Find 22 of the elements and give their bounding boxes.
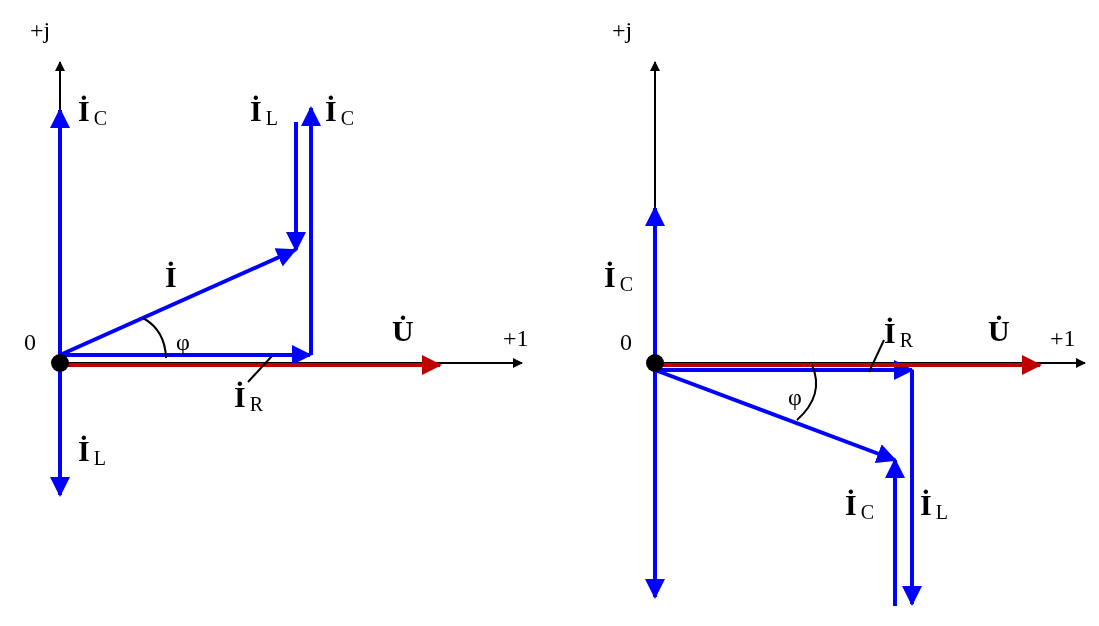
angle-symbol: φ: [788, 385, 802, 409]
phasor-label: İ$_{R}$: [234, 382, 264, 414]
axis-label: 0: [24, 330, 36, 354]
phasor-label: İ$_{C}$: [78, 96, 108, 128]
leader-line: [868, 339, 885, 373]
angle-symbol: φ: [176, 330, 190, 354]
axis-label: 0: [620, 330, 632, 354]
phasor-label: İ$_{L}$: [250, 96, 278, 128]
phasor-label: İ$_{C}$: [604, 262, 634, 294]
phasor-label: U̇: [988, 316, 1010, 346]
axis-label: +j: [30, 18, 51, 42]
phasor-label: İ$_{C}$: [845, 490, 875, 522]
phasor-label: U̇: [392, 316, 414, 346]
phasor-label: İ$_{L}$: [920, 490, 948, 522]
leader-line: [247, 355, 273, 383]
phasor-label: İ$_{L}$: [78, 436, 106, 468]
axis-label: +j: [612, 18, 633, 42]
phasor-label: İ$_{C}$: [325, 96, 355, 128]
axis-label: +1: [1050, 326, 1076, 350]
phasor-label: İ: [165, 262, 177, 292]
axis-label: +1: [503, 326, 529, 350]
phasor-label: İ$_{R}$: [884, 318, 914, 350]
